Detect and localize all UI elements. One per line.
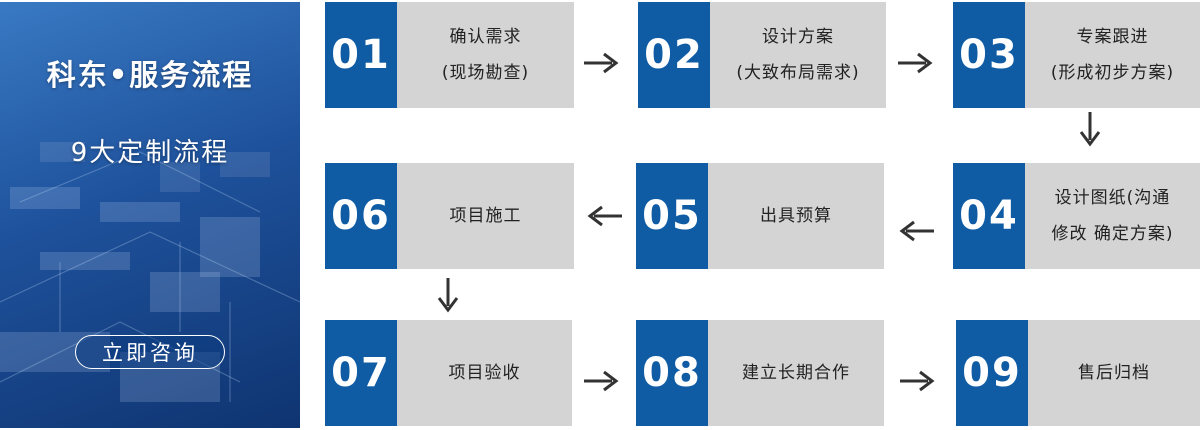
step-number: 03 — [953, 2, 1025, 108]
step-05: 05 出具预算 — [636, 163, 884, 269]
step-03: 03 专案跟进 (形成初步方案) — [953, 2, 1200, 108]
step-01: 01 确认需求 (现场勘查) — [325, 2, 574, 108]
hero-subtitle: 9大定制流程 — [70, 138, 230, 168]
step-07: 07 项目验收 — [325, 320, 572, 426]
arrow-right-icon — [898, 52, 933, 74]
step-04: 04 设计图纸(沟通 修改 确定方案) — [953, 163, 1200, 269]
step-line1: 售后归档 — [1078, 363, 1150, 383]
step-line1: 设计图纸(沟通 — [1054, 188, 1171, 208]
step-line1: 确认需求 — [449, 27, 522, 47]
arrow-left-icon — [587, 205, 622, 227]
arrow-down-icon — [1079, 112, 1101, 147]
step-label: 设计图纸(沟通 修改 确定方案) — [1025, 163, 1200, 269]
step-label: 项目验收 — [397, 320, 572, 426]
step-number: 02 — [638, 2, 710, 108]
step-line1: 出具预算 — [760, 206, 832, 226]
step-number: 07 — [325, 320, 397, 426]
step-09: 09 售后归档 — [956, 320, 1200, 426]
step-line2: (大致布局需求) — [736, 63, 860, 83]
hero-panel: 科东•服务流程 9大定制流程 立即咨询 — [0, 2, 300, 428]
step-line2: 修改 确定方案) — [1051, 224, 1174, 244]
consult-button[interactable]: 立即咨询 — [75, 335, 225, 369]
step-line1: 专案跟进 — [1076, 27, 1149, 47]
step-number: 04 — [953, 163, 1025, 269]
arrow-left-icon — [899, 220, 934, 242]
arrow-right-icon — [900, 370, 935, 392]
arrow-right-icon — [584, 52, 619, 74]
arrow-down-icon — [437, 278, 459, 313]
step-line1: 设计方案 — [762, 27, 834, 47]
hero-title: 科东•服务流程 — [46, 58, 254, 92]
step-label: 专案跟进 (形成初步方案) — [1025, 2, 1200, 108]
step-number: 08 — [636, 320, 708, 426]
step-06: 06 项目施工 — [325, 163, 574, 269]
step-line2: (现场勘查) — [441, 63, 530, 83]
step-number: 09 — [956, 320, 1028, 426]
step-label: 设计方案 (大致布局需求) — [710, 2, 886, 108]
step-label: 售后归档 — [1028, 320, 1200, 426]
step-number: 05 — [636, 163, 708, 269]
step-02: 02 设计方案 (大致布局需求) — [638, 2, 886, 108]
step-number: 01 — [325, 2, 397, 108]
step-label: 出具预算 — [708, 163, 884, 269]
step-label: 建立长期合作 — [708, 320, 884, 426]
arrow-right-icon — [584, 370, 619, 392]
step-08: 08 建立长期合作 — [636, 320, 884, 426]
step-number: 06 — [325, 163, 397, 269]
step-line1: 项目验收 — [448, 363, 521, 383]
step-line1: 项目施工 — [449, 206, 522, 226]
step-label: 项目施工 — [397, 163, 574, 269]
step-line2: (形成初步方案) — [1050, 63, 1175, 83]
step-label: 确认需求 (现场勘查) — [397, 2, 574, 108]
lab-room-illustration — [0, 142, 300, 402]
step-line1: 建立长期合作 — [742, 363, 850, 383]
